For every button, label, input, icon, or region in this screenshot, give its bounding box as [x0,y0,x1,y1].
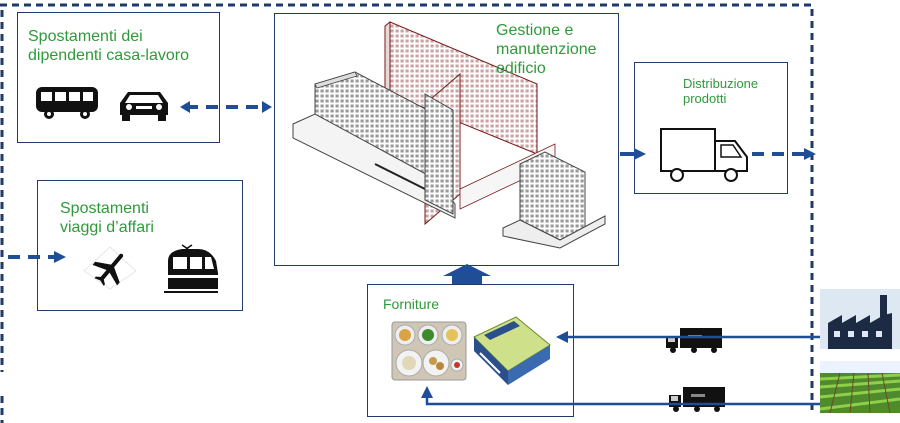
delivery-truck-icon [660,128,748,182]
crop-field-icon [820,361,900,413]
building-title: Gestione e manutenzione edificio [496,21,597,78]
commuting-title: Spostamenti dei dipendenti casa-lavoro [28,27,189,65]
commuting-title-line2: dipendenti casa-lavoro [28,47,189,64]
paper-ream-icon [473,316,551,385]
supplies-title: Forniture [383,296,440,312]
food-tray-icon [391,321,467,381]
building-box: Gestione e manutenzione edificio [274,13,619,266]
distribution-box: Distribuzione prodotti [634,62,788,194]
commuting-title-line1: Spostamenti dei [28,28,143,45]
building-title-line1: Gestione e [496,22,574,39]
business-travel-title: Spostamenti viaggi d’affari [60,199,154,237]
supplies-box: Forniture [367,284,574,417]
factory-icon [820,289,900,349]
car-icon [120,92,168,121]
business-travel-title-line1: Spostamenti [60,200,149,217]
building-drawing [292,20,606,249]
distribution-title-line1: Distribuzione [683,76,759,91]
building-title-line2: manutenzione [496,41,597,58]
train-icon [164,244,218,293]
distribution-title-line2: prodotti [683,91,727,106]
building-title-line3: edificio [496,60,546,77]
bus-icon [36,87,98,119]
transport-truck-icon [669,387,725,412]
business-travel-box: Spostamenti viaggi d’affari [37,180,243,311]
transport-truck-icon [666,328,722,353]
airplane-icon [83,246,137,290]
business-travel-title-line2: viaggi d’affari [60,219,154,236]
commuting-box: Spostamenti dei dipendenti casa-lavoro [17,12,220,143]
distribution-title: Distribuzione prodotti [683,76,758,106]
